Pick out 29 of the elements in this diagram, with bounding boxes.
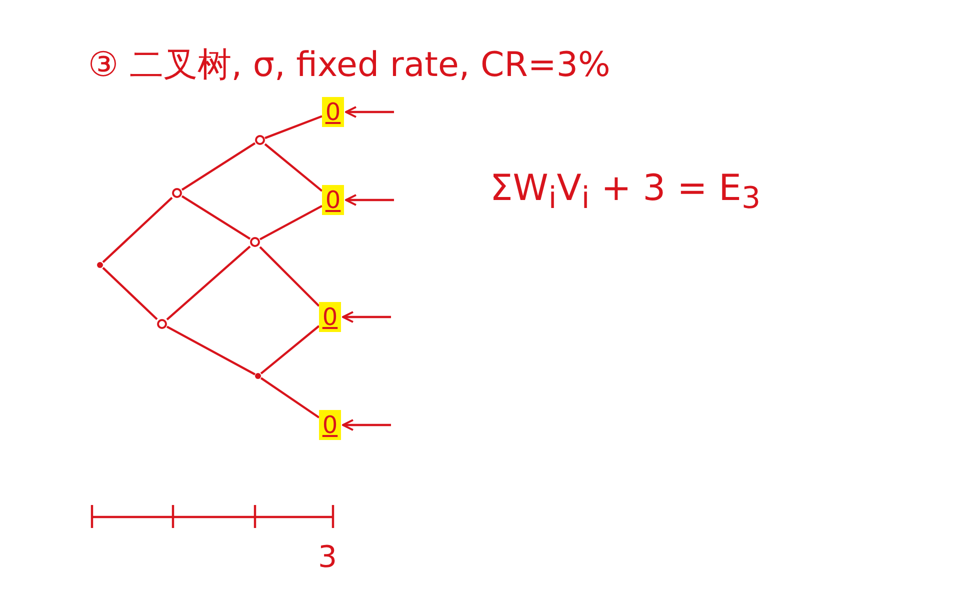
node-value: 0 <box>319 410 341 440</box>
tree-branch <box>102 196 173 263</box>
tree-branch <box>264 115 322 140</box>
formula-text: ΣW$_{i}$V$_{i}$ + 3 = E$_{3}$ <box>490 168 761 216</box>
node-circle <box>255 135 265 145</box>
tree-branch <box>259 204 323 240</box>
tree-branch <box>181 142 256 191</box>
junction-dot <box>97 262 103 268</box>
node-circle <box>250 237 260 247</box>
node-circle <box>157 319 167 329</box>
arrow <box>342 311 391 323</box>
arrow <box>345 194 394 206</box>
tree-branch <box>259 246 320 307</box>
node-circle <box>172 188 182 198</box>
node-value: 0 <box>322 97 344 127</box>
tree-branch <box>102 267 158 320</box>
tree-branch <box>166 246 251 320</box>
tree-branch <box>264 143 323 192</box>
tree-branch <box>260 377 320 418</box>
junction-dot <box>255 373 261 379</box>
tree-branch <box>181 195 251 240</box>
tick-label: 3 <box>318 540 338 575</box>
arrow <box>345 106 394 118</box>
tree-branch <box>166 326 256 376</box>
title-text: ③ 二叉树, σ, fixed rate, CR=3% <box>88 44 610 87</box>
tree-branch <box>260 325 320 374</box>
arrow <box>342 419 391 431</box>
node-value: 0 <box>322 185 344 215</box>
node-value: 0 <box>319 302 341 332</box>
